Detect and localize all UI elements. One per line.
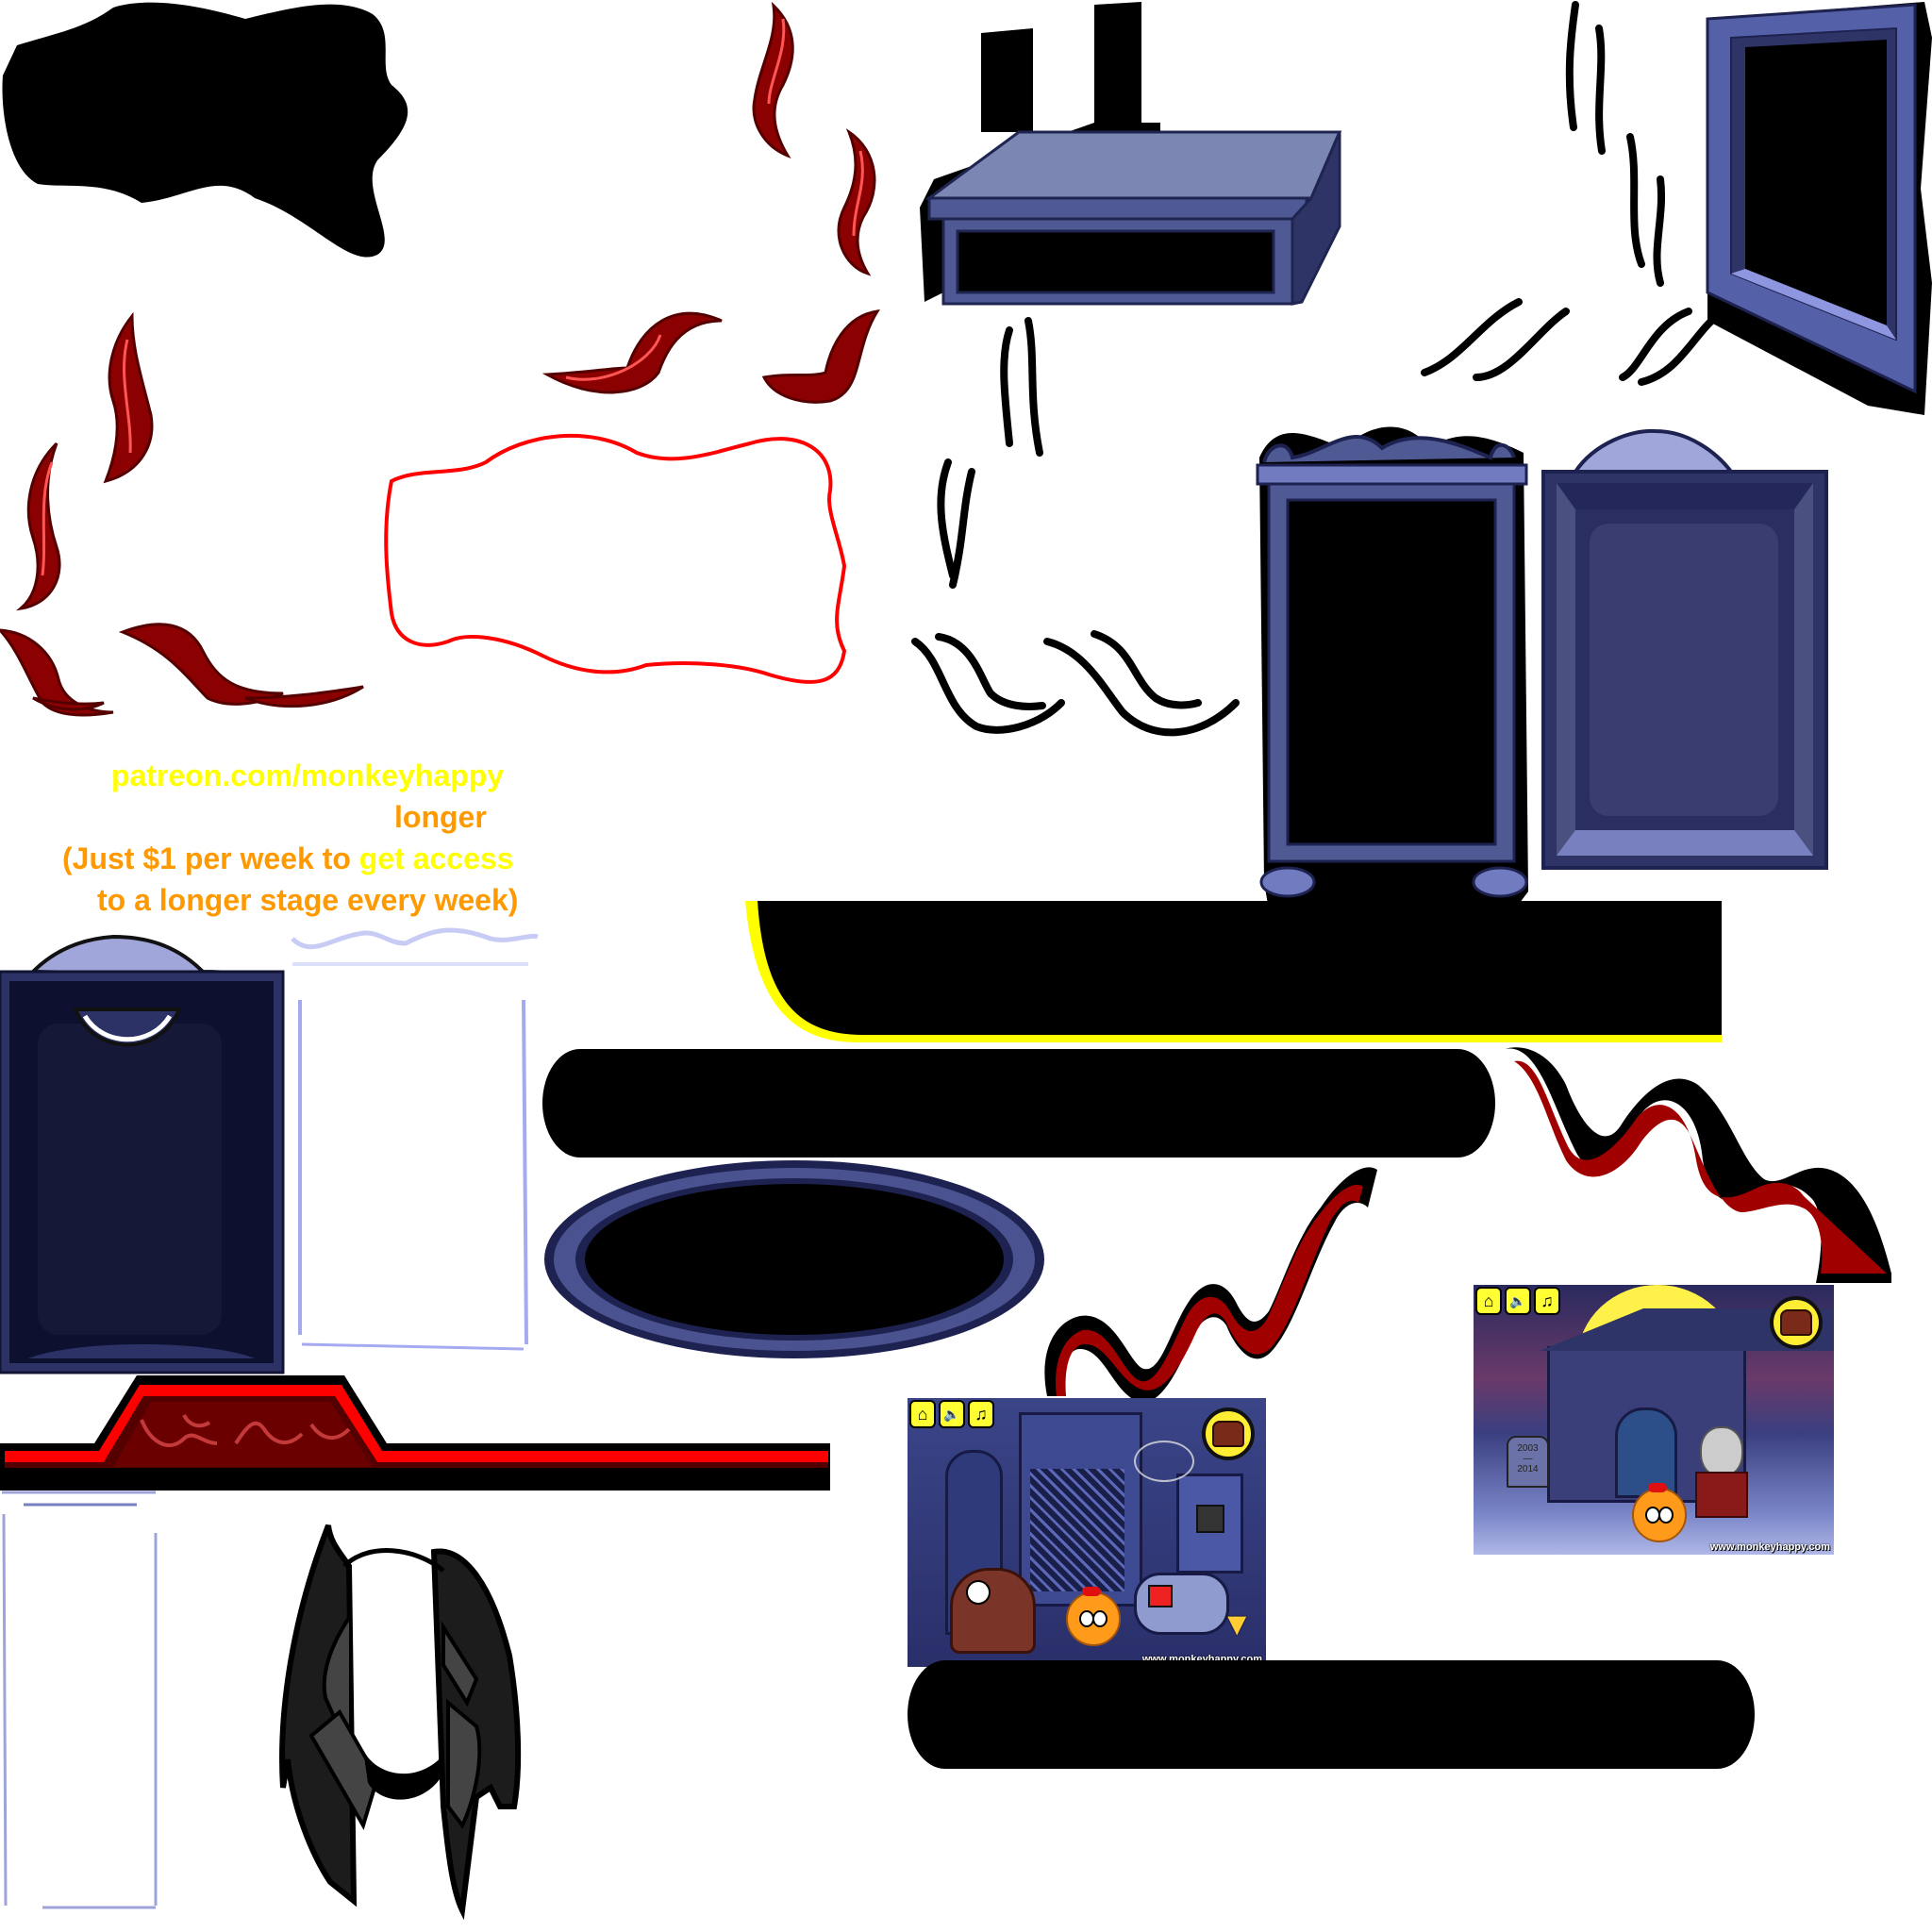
smoke-swirl (1024, 317, 1043, 457)
red-ribbons (1044, 1047, 1891, 1403)
red-wavy-outline (384, 433, 847, 684)
smoke-swirl (949, 468, 975, 589)
red-tendril (0, 628, 114, 717)
promo-line-3: (Just $1 per week to get access (62, 841, 514, 875)
red-tendril (118, 623, 284, 706)
promo-text: patreon.com/monkeyhappy longer (Just $1 … (62, 755, 518, 921)
hud-buttons: ⌂ 🔈 ♫ (1475, 1287, 1560, 1315)
smoke-swirl (1421, 298, 1523, 376)
blob-monster (950, 1568, 1036, 1654)
game-screenshot-graveyard: 2003 — 2014 ⌂ 🔈 ♫ www.monkeyhappy.com (1474, 1285, 1834, 1555)
red-tendril (244, 685, 364, 708)
red-ribbon-2 (1044, 1167, 1377, 1403)
black-cloak (279, 1524, 522, 1921)
gas-tank (1134, 1573, 1229, 1635)
monkey-character (1066, 1591, 1121, 1646)
black-pill-bar (542, 1049, 1495, 1158)
sound-button[interactable]: 🔈 (1505, 1287, 1531, 1315)
monkey-character (1632, 1488, 1687, 1542)
cobweb (1134, 1441, 1194, 1482)
tilted-picture-frame (1706, 2, 1932, 415)
game-screenshot-room: ⌂ 🔈 ♫ ▼ www.monkeyhappy.com (908, 1398, 1266, 1667)
bag-icon (1212, 1421, 1244, 1447)
tombstone: 2003 — 2014 (1507, 1436, 1549, 1488)
smoke-swirl (935, 633, 1046, 710)
red-tendril (32, 696, 105, 711)
promo-line-4: to a longer stage every week) (97, 883, 519, 917)
red-tendril (541, 311, 723, 394)
monkey-bow (1082, 1587, 1101, 1596)
masked-man-body (1695, 1472, 1748, 1518)
smoke-swirl (1043, 638, 1240, 737)
red-tendril (103, 311, 154, 484)
home-icon: ⌂ (917, 1404, 928, 1424)
red-tendril (15, 441, 61, 611)
bag-icon (1780, 1309, 1812, 1336)
fireplace-hood (920, 2, 1342, 306)
masked-man-head (1700, 1426, 1743, 1477)
home-icon: ⌂ (1483, 1291, 1494, 1310)
smoke-swirl (1595, 25, 1606, 155)
music-button[interactable]: ♫ (968, 1400, 994, 1428)
panel-outline-light (2, 1491, 158, 1909)
promo-line-2: longer (394, 800, 487, 834)
sound-button[interactable]: 🔈 (939, 1400, 965, 1428)
cabinet-dark-navy (0, 934, 285, 1374)
smoke-swirl (1619, 308, 1692, 381)
watermark: www.monkeyhappy.com (1709, 1541, 1830, 1553)
keypad (1196, 1505, 1224, 1533)
elevator-gate (1030, 1469, 1124, 1591)
hud-bar-yellow-edge (745, 901, 1722, 1042)
red-tendril (761, 309, 880, 404)
black-smoke-swirls (911, 1, 1721, 737)
hud-buttons: ⌂ 🔈 ♫ (909, 1400, 994, 1428)
smoke-swirl (1091, 630, 1202, 709)
home-button[interactable]: ⌂ (1475, 1287, 1502, 1315)
speaker-icon: 🔈 (943, 1406, 960, 1422)
inventory-button[interactable] (1770, 1296, 1823, 1349)
down-arrow-button[interactable]: ▼ (1221, 1607, 1253, 1642)
smoke-swirl (1653, 175, 1666, 287)
promo-line-1: patreon.com/monkeyhappy (111, 755, 518, 796)
monster-eye (966, 1580, 991, 1605)
home-button[interactable]: ⌂ (909, 1400, 936, 1428)
ornate-red-banner (0, 1375, 830, 1491)
smoke-swirl (1565, 1, 1579, 131)
black-pill-bar (908, 1660, 1755, 1769)
smoke-swirl (1000, 326, 1013, 447)
inventory-button[interactable] (1202, 1407, 1255, 1460)
patreon-link[interactable]: patreon.com/monkeyhappy (111, 758, 505, 792)
oval-portal (544, 1160, 1044, 1358)
smoke-swirl (911, 638, 1065, 734)
red-ribbon-1 (1505, 1047, 1891, 1283)
black-cloud-shadow (2, 2, 408, 258)
wardrobe-black (1256, 426, 1528, 910)
music-note-icon: ♫ (1541, 1291, 1554, 1310)
smoke-swirl (1473, 308, 1570, 381)
crypt-door (1615, 1407, 1677, 1498)
speaker-icon: 🔈 (1509, 1292, 1526, 1308)
fire-label (1148, 1585, 1173, 1607)
keypad-panel (1176, 1474, 1243, 1574)
smoke-swirl (1626, 133, 1645, 268)
cabinet-open-blue (1541, 428, 1828, 870)
music-button[interactable]: ♫ (1534, 1287, 1560, 1315)
monkey-bow (1648, 1483, 1667, 1492)
music-note-icon: ♫ (974, 1404, 988, 1424)
cabinet-outline-light (291, 927, 539, 1351)
red-flame-tendrils (0, 1, 880, 717)
smoke-swirl (937, 458, 957, 579)
smoke-swirl (1638, 312, 1721, 386)
